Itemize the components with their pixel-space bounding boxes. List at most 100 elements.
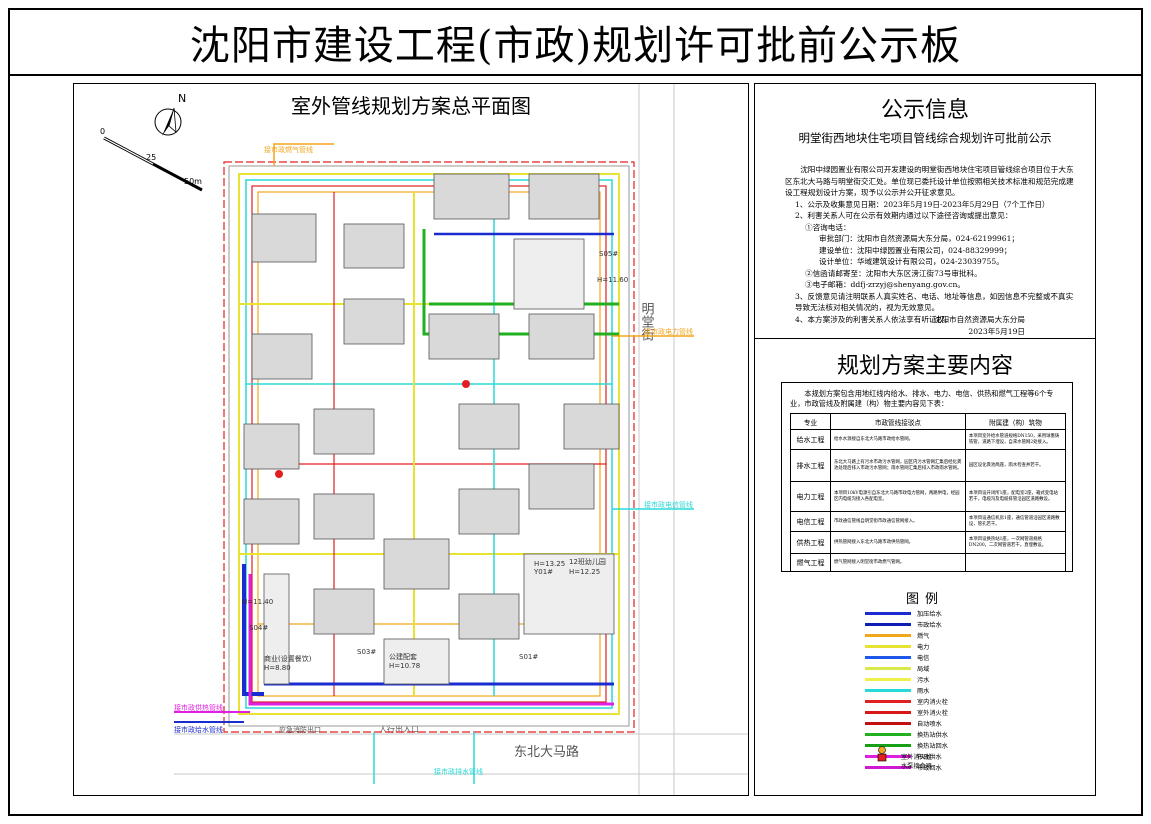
table-cell-specialty: 燃气工程: [790, 553, 831, 572]
table-row: 电信工程 市政通信管线自明堂街市政通信管网接入。 本项目设通信机房1座，通信管道…: [790, 511, 1067, 532]
plan-title: 室外管线规划方案总平面图: [291, 94, 531, 118]
scale-bar: 0 25 50m: [100, 127, 203, 192]
legend-item: 局域: [865, 663, 1065, 674]
legend-label: 雨水: [917, 688, 930, 695]
label-y01-h: H=13.25: [534, 560, 565, 568]
legend-item: 电力: [865, 641, 1065, 652]
legend-swatch: [865, 722, 911, 725]
legend-swatch: [865, 656, 911, 659]
legend-label: 加压给水: [917, 611, 942, 618]
site-inner-boundary: [228, 165, 630, 727]
legend-icon-label: 室外消火栓: [901, 754, 932, 761]
table-row: 电力工程 本项目10kV电源引自东北大马路市政电力管网，两路供电，经园区内电缆沟…: [790, 481, 1067, 512]
notice-paragraph: 1、公示及收集意见日期：2023年5月19日-2023年5月29日（7个工作日）: [795, 199, 1050, 209]
table-cell-structures: 本项目室外给水管道规格DN150，采用球墨铸铁管，道路下埋设，自来水管网2处接入…: [964, 429, 1067, 450]
notice-signature: 沈阳市自然资源局大东分局 2023年5月19日: [934, 314, 1025, 338]
notice-paragraph: 3、反馈意见请注明联系人真实姓名、电话、地址等信息，如因信息不完整或不真实导致无…: [795, 291, 1074, 313]
label-s04: S04#: [249, 624, 268, 632]
notice-signer: 沈阳市自然资源局大东分局: [933, 315, 1025, 324]
label-power-pipe: 接市政电力管线: [644, 327, 693, 336]
notice-paragraph: 建设单位：沈阳中绿园置业有限公司，024-88329999；: [819, 245, 1012, 255]
label-s04-h: H=11.40: [242, 598, 273, 606]
label-s05: S05#: [599, 250, 618, 258]
street-south-label: 东北大马路: [514, 744, 579, 760]
legend-swatch: [865, 667, 911, 670]
label-canteen-h: H=8.80: [264, 664, 291, 672]
legend-label: 市政给水: [917, 622, 942, 629]
buildings: [243, 173, 620, 685]
legend-label: 室外消火栓: [917, 710, 948, 717]
table-cell-connection: 给水水源接自东北大马路市政给水管网。: [830, 429, 966, 450]
section-divider: [755, 338, 1095, 339]
legend-item: 加压给水: [865, 608, 1065, 619]
legend-item: 换热站回水: [865, 740, 1065, 751]
notice-paragraph: ①咨询电话：: [805, 222, 851, 232]
legend-label: 市政回水: [917, 765, 942, 772]
legend: 加压给水市政给水燃气电力电信局域污水雨水室内消火栓室外消火栓自动喷水换热站供水换…: [865, 608, 1065, 773]
entrance-label: 人行出入口: [379, 724, 419, 734]
table-cell-specialty: 电力工程: [790, 481, 831, 512]
scheme-intro: 本规划方案包含用地红线内给水、排水、电力、电信、供热和燃气工程等6个专业，市政管…: [790, 389, 1054, 408]
streets: 明堂街 东北大马路 人行出入口: [174, 84, 748, 795]
label-gas-pipe: 接市政燃气管线: [264, 145, 313, 154]
notice-paragraph: ②信函请邮寄至：沈阳市大东区滂江街73号审批科。: [805, 268, 982, 278]
legend-icon-labels: 室外消火栓 水泵接合器: [901, 752, 932, 770]
legend-label: 污水: [917, 677, 930, 684]
legend-label: 燃气: [917, 633, 930, 640]
legend-swatch: [865, 744, 911, 747]
label-s05-h: H=11.60: [597, 276, 628, 284]
legend-swatch: [865, 766, 911, 769]
site-boundary: [223, 161, 635, 733]
scheme-title: 规划方案主要内容: [836, 354, 1013, 379]
label-s03: S03#: [357, 648, 376, 656]
label-public: 公建配套: [389, 652, 417, 661]
legend-swatch: [865, 755, 911, 758]
legend-swatch: [865, 612, 911, 615]
hydrant-icon: [877, 746, 887, 762]
table-cell-structures: 本项目设开闭所1座，配电室2座，箱式变电站若干，电缆沟及电缆排管沿园区道路敷设。: [964, 481, 1067, 512]
notice-date: 2023年5月19日: [968, 327, 1025, 336]
table-cell-connection: 供热管网接入东北大马路市政供热管网。: [830, 531, 966, 554]
table-header: 专业: [790, 413, 831, 430]
notice-board: 沈阳市建设工程(市政)规划许可批前公示板 室外管线规划方案总平面图 N 0 25…: [8, 8, 1143, 816]
notice-paragraph: 4、本方案涉及的利害关系人依法享有听证权。: [795, 314, 952, 324]
legend-icon-label: 水泵接合器: [901, 763, 932, 770]
legend-item: 室内消火栓: [865, 696, 1065, 707]
legend-item: 污水: [865, 674, 1065, 685]
scale-label-0: 0: [100, 127, 105, 136]
legend-item: 市政给水: [865, 619, 1065, 630]
table-cell-connection: 市政通信管线自明堂街市政通信管网接入。: [830, 511, 966, 532]
legend-swatch: [865, 700, 911, 703]
legend-swatch: [865, 634, 911, 637]
legend-item: 雨水: [865, 685, 1065, 696]
north-label: N: [178, 92, 186, 105]
table-cell-specialty: 电信工程: [790, 511, 831, 532]
label-water-pipe: 接市政给水管线: [174, 725, 223, 734]
table-cell-specialty: 排水工程: [790, 449, 831, 482]
notice-paragraph: 2、利害关系人可在公示有效期内通过以下途径咨询或提出意见：: [795, 211, 1013, 220]
legend-label: 局域: [917, 666, 930, 673]
label-s01: S01#: [519, 653, 538, 661]
legend-swatch: [865, 733, 911, 736]
legend-swatch: [865, 711, 911, 714]
notice-body: 沈阳中绿园置业有限公司开发建设的明堂街西地块住宅项目管线综合项目位于大东区东北大…: [785, 164, 1077, 325]
legend-item: 电信: [865, 652, 1065, 663]
notice-paragraph: 设计单位：华域建筑设计有限公司，024-23039755。: [819, 257, 1004, 266]
site-plan-svg: N 0 25 50m 明堂街 东北大马路 人行出入口: [100, 84, 748, 795]
table-cell-structures: [964, 553, 1067, 572]
info-panel: 公示信息 明堂街西地块住宅项目管线综合规划许可批前公示 沈阳中绿园置业有限公司开…: [754, 83, 1096, 796]
label-canteen: 商业(设置餐饮): [264, 654, 312, 663]
legend-label: 自动喷水: [917, 721, 942, 728]
site-plan-drawing: 室外管线规划方案总平面图 N 0 25 50m: [73, 83, 749, 796]
legend-swatch: [865, 645, 911, 648]
notice-paragraph: 沈阳中绿园置业有限公司开发建设的明堂街西地块住宅项目管线综合项目位于大东区东北大…: [785, 165, 1074, 197]
legend-label: 换热站回水: [917, 743, 948, 750]
table-cell-structures: 本项目设换热站1座，一次网管道规格DN200，二次网管道若干，直埋敷设。: [964, 531, 1067, 554]
label-drain-pipe: 接市政排水管线: [434, 767, 483, 776]
notice-paragraph: ③电子邮箱：ddfj-zrzyj@shenyang.gov.cn。: [805, 280, 966, 289]
table-cell-structures: 本项目设通信机房1座，通信管道沿园区道路敷设，管孔若干。: [964, 511, 1067, 532]
legend-swatch: [865, 689, 911, 692]
legend-item: 市政回水: [865, 762, 1065, 773]
table-cell-specialty: 供热工程: [790, 531, 831, 554]
legend-item: 燃气: [865, 630, 1065, 641]
